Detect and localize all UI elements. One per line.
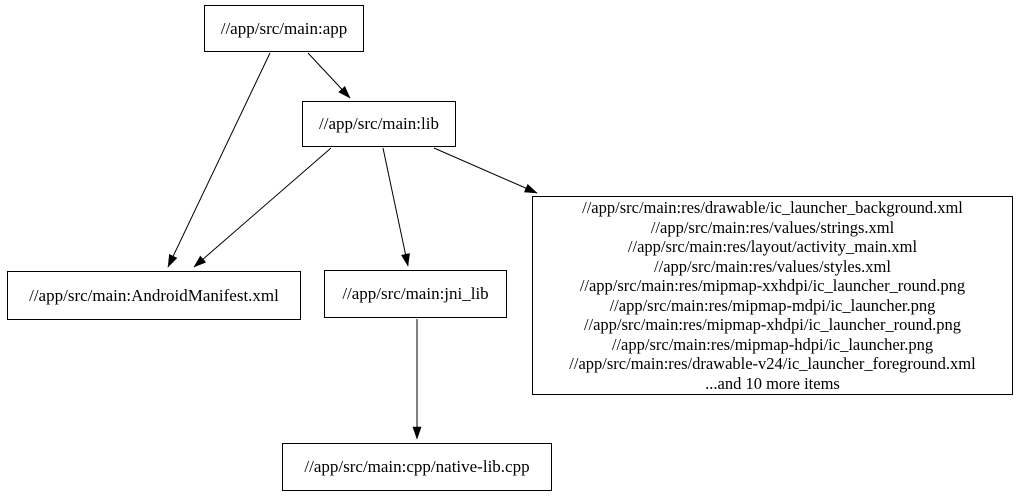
resource-item: //app/src/main:res/values/styles.xml (654, 256, 891, 276)
resource-item: //app/src/main:res/values/strings.xml (650, 217, 895, 237)
resource-item: //app/src/main:res/mipmap-xhdpi/ic_launc… (583, 315, 962, 334)
node-resources-group: //app/src/main:res/drawable/ic_launcher_… (532, 196, 1013, 395)
resource-item: //app/src/main:res/mipmap-xxhdpi/ic_laun… (579, 276, 966, 295)
node-native-lib-cpp-label: //app/src/main:cpp/native-lib.cpp (304, 457, 530, 477)
node-native-lib-cpp: //app/src/main:cpp/native-lib.cpp (282, 443, 552, 491)
node-app: //app/src/main:app (204, 5, 364, 52)
resource-item: //app/src/main:res/layout/activity_main.… (627, 237, 918, 256)
edge-app-to-android-manifest (167, 52, 271, 268)
node-lib-label: //app/src/main:lib (319, 114, 439, 134)
resource-item: //app/src/main:res/drawable-v24/ic_launc… (569, 354, 976, 373)
resource-item: //app/src/main:res/drawable/ic_launcher_… (582, 198, 963, 217)
resources-more-items: ...and 10 more items (705, 373, 840, 393)
edge-lib-to-resources (433, 147, 538, 194)
node-android-manifest: //app/src/main:AndroidManifest.xml (7, 271, 301, 320)
node-jni-lib: //app/src/main:jni_lib (324, 270, 507, 318)
node-android-manifest-label: //app/src/main:AndroidManifest.xml (29, 285, 279, 305)
node-jni-lib-label: //app/src/main:jni_lib (342, 284, 489, 304)
resource-item: //app/src/main:res/mipmap-mdpi/ic_launch… (609, 295, 936, 315)
edge-app-to-lib (307, 52, 351, 99)
node-lib: //app/src/main:lib (302, 101, 456, 147)
node-app-label: //app/src/main:app (220, 18, 348, 38)
edge-lib-to-android-manifest (193, 147, 332, 268)
resource-item: //app/src/main:res/mipmap-hdpi/ic_launch… (611, 334, 934, 354)
edge-lib-to-jni-lib (382, 147, 410, 267)
